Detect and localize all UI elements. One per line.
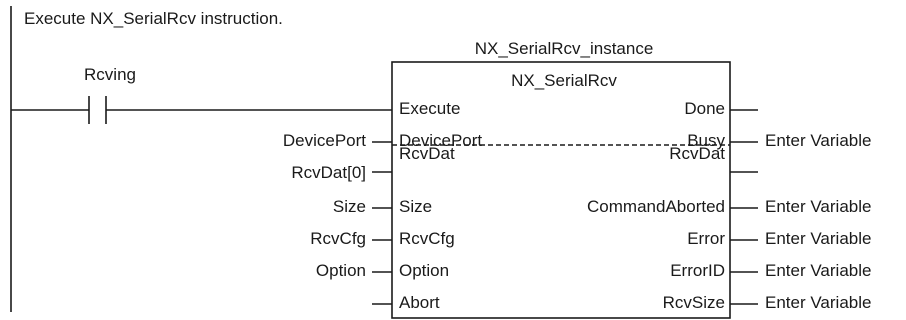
output-pin-commandaborted: CommandAborted — [587, 197, 725, 216]
output-variable-error[interactable]: Enter Variable — [765, 229, 871, 248]
output-variable-errorid[interactable]: Enter Variable — [765, 261, 871, 280]
input-pin-option: Option — [399, 261, 449, 280]
input-pin-rcvdat: RcvDat — [399, 144, 455, 163]
contact-label: Rcving — [84, 65, 136, 84]
input-variable-option[interactable]: Option — [316, 261, 366, 280]
input-pin-rcvcfg: RcvCfg — [399, 229, 455, 248]
input-variable-size[interactable]: Size — [333, 197, 366, 216]
instance-name[interactable]: NX_SerialRcv_instance — [475, 39, 654, 58]
input-pin-size: Size — [399, 197, 432, 216]
output-pin-busy: Busy — [687, 131, 725, 150]
output-pin-rcvsize: RcvSize — [663, 293, 725, 312]
output-variable-commandaborted[interactable]: Enter Variable — [765, 197, 871, 216]
input-variable-rcvdat[interactable]: RcvDat[0] — [291, 163, 366, 182]
output-pin-error: Error — [687, 229, 725, 248]
output-variable-rcvsize[interactable]: Enter Variable — [765, 293, 871, 312]
input-pin-deviceport: DevicePort — [399, 131, 482, 150]
function-block-title: NX_SerialRcv — [511, 71, 617, 90]
function-block[interactable] — [391, 61, 731, 319]
rung-comment: Execute NX_SerialRcv instruction. — [24, 9, 283, 28]
input-variable-deviceport[interactable]: DevicePort — [283, 131, 366, 150]
output-pin-errorid: ErrorID — [670, 261, 725, 280]
output-pin-rcvdat: RcvDat — [669, 144, 725, 163]
input-pin-abort: Abort — [399, 293, 440, 312]
output-pin-done: Done — [684, 99, 725, 118]
output-variable-busy[interactable]: Enter Variable — [765, 131, 871, 150]
input-variable-rcvcfg[interactable]: RcvCfg — [310, 229, 366, 248]
input-pin-execute: Execute — [399, 99, 460, 118]
